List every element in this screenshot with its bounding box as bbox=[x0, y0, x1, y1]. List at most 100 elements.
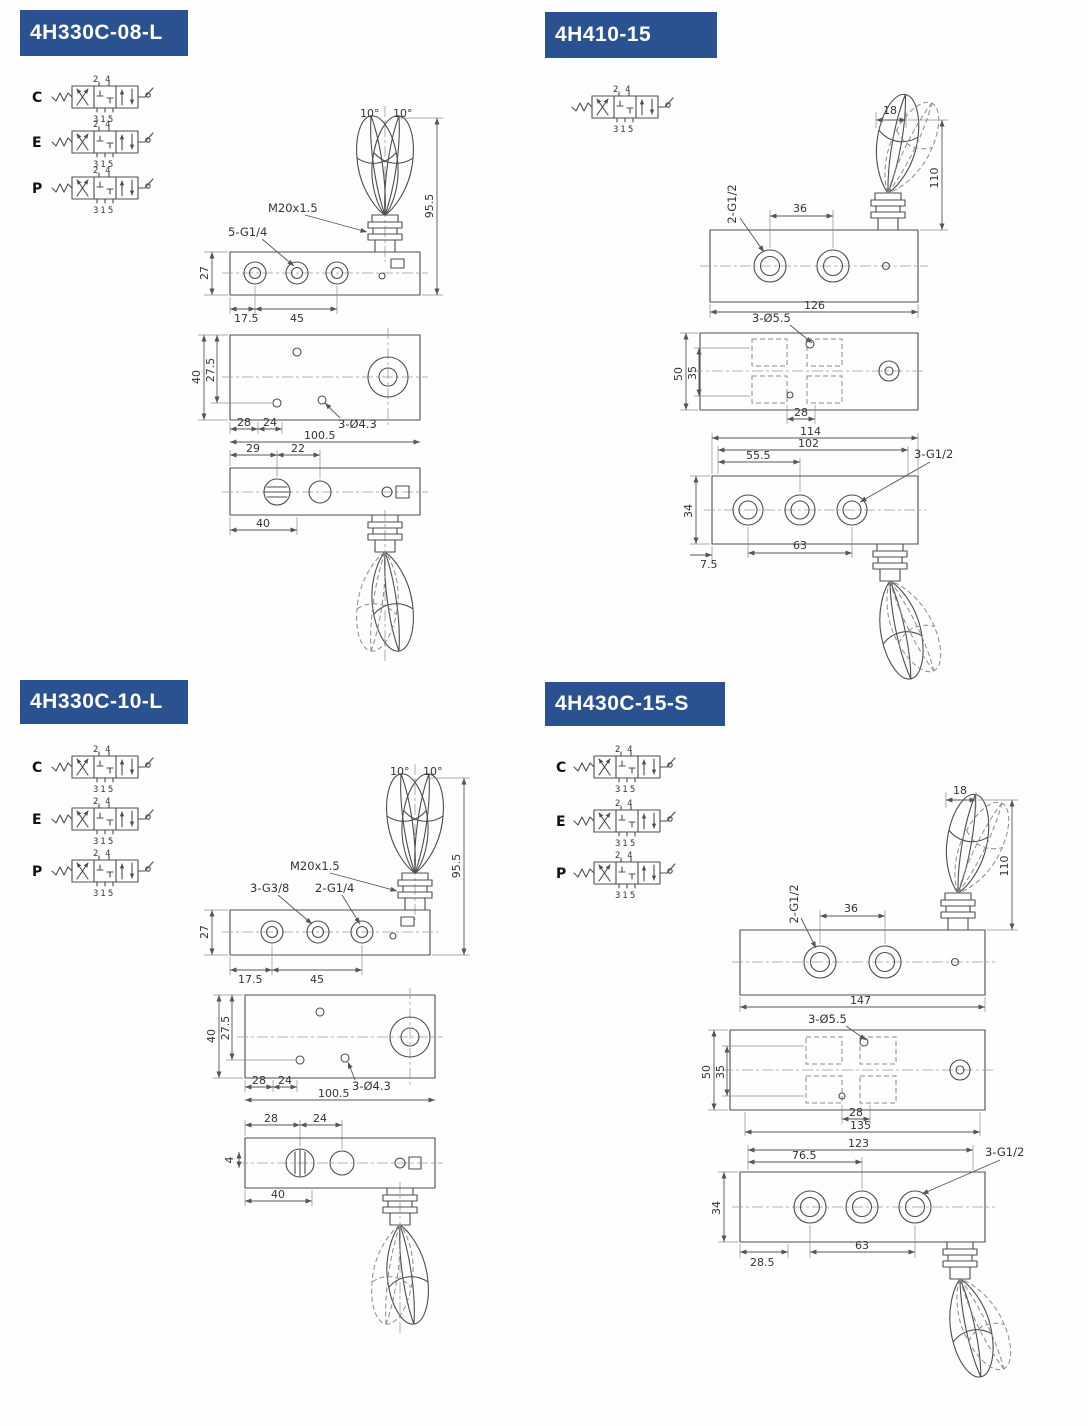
thread-label: M20x1.5 bbox=[290, 859, 340, 873]
dim-label: 40 bbox=[205, 1029, 218, 1043]
port-label: 3-G1/2 bbox=[914, 447, 953, 461]
ports-bottom-label: 315 bbox=[93, 837, 115, 847]
svg-text:C: C bbox=[556, 760, 566, 776]
dim-label: 24 bbox=[278, 1074, 292, 1087]
dim-label: 28.5 bbox=[750, 1256, 775, 1269]
dim-label: 135 bbox=[850, 1119, 871, 1132]
svg-text:P: P bbox=[32, 181, 42, 197]
bottom-view: 28 24 4 40 bbox=[223, 1112, 443, 1335]
ports-bottom-label: 315 bbox=[93, 206, 115, 216]
plan-view: 40 27.5 28 24 3-Ø4.3 100.5 bbox=[190, 328, 428, 445]
dim-label: 24 bbox=[263, 416, 277, 429]
lever-knob bbox=[869, 576, 931, 680]
thread-label: M20x1.5 bbox=[268, 201, 318, 215]
dim-label: 24 bbox=[313, 1112, 327, 1125]
port-label: 2-G1/2 bbox=[725, 184, 739, 223]
dim-label: 18 bbox=[953, 784, 967, 797]
dim-label: 27 bbox=[198, 266, 211, 280]
drawing-4h410-15: 2 4 315 18 110 2-G1/2 36 bbox=[540, 85, 953, 680]
dim-label: 27.5 bbox=[204, 358, 217, 383]
dim-label: 36 bbox=[844, 902, 858, 915]
ports-bottom-label: 315 bbox=[93, 160, 115, 170]
lever-knob-alt bbox=[941, 1269, 1023, 1379]
valve-symbol-icon bbox=[52, 856, 153, 886]
dim-label: 63 bbox=[855, 1239, 869, 1252]
section-header-2: 4H410-15 bbox=[545, 12, 717, 58]
svg-text:P: P bbox=[556, 866, 566, 882]
ports-top-label: 2 4 bbox=[93, 75, 113, 85]
ports-bottom-label: 315 bbox=[93, 889, 115, 899]
ports-top-label: 2 4 bbox=[93, 745, 113, 755]
ports-bottom-label: 315 bbox=[615, 839, 637, 849]
dim-label: 95.5 bbox=[450, 854, 463, 879]
bottom-view: 114 102 55.5 3-G1/2 34 63 7.5 bbox=[682, 425, 953, 680]
ports-top-label: 2 4 bbox=[613, 85, 633, 95]
section-title-3: 4H330C-10-L bbox=[30, 690, 163, 713]
valve-symbol-icon bbox=[574, 752, 675, 782]
valve-symbol-icon bbox=[572, 92, 673, 122]
dim-label: 28 bbox=[794, 406, 808, 419]
dim-label: 35 bbox=[686, 366, 699, 380]
dim-label: 27.5 bbox=[219, 1016, 232, 1041]
valve-symbol-icon bbox=[52, 127, 153, 157]
lever-knob-alt bbox=[871, 571, 953, 680]
valve-symbol-row: 2 4 315 bbox=[572, 85, 673, 135]
port-label: 3-G1/2 bbox=[985, 1145, 1024, 1159]
ports-bottom-label: 315 bbox=[613, 125, 635, 135]
bottom-view: 123 76.5 3-G1/2 34 28.5 63 bbox=[710, 1137, 1024, 1382]
valve-symbol-icon bbox=[574, 858, 675, 888]
svg-text:E: E bbox=[556, 814, 566, 830]
plan-view: 40 27.5 28 24 3-Ø4.3 100.5 bbox=[205, 988, 443, 1103]
lever-stem bbox=[940, 892, 976, 931]
ports-top-label: 2 4 bbox=[615, 851, 635, 861]
dim-label: 45 bbox=[290, 312, 304, 325]
ports-bottom-label: 315 bbox=[93, 785, 115, 795]
svg-text:E: E bbox=[32, 812, 42, 828]
valve-symbol-icon bbox=[52, 82, 153, 112]
dim-label: 4 bbox=[223, 1157, 236, 1164]
plan-view: 3-Ø5.5 50 35 28 135 bbox=[700, 1012, 993, 1136]
valve-symbol-row-c: C 2 4 315 bbox=[32, 745, 153, 795]
dim-label: 110 bbox=[998, 856, 1011, 877]
port-label: 3-G3/8 bbox=[250, 881, 289, 895]
dim-label: 35 bbox=[714, 1065, 727, 1079]
lever-knob bbox=[939, 1274, 1001, 1382]
dim-label: 36 bbox=[793, 202, 807, 215]
dim-label: 55.5 bbox=[746, 449, 771, 462]
dim-label: 100.5 bbox=[318, 1087, 350, 1100]
ports-top-label: 2 4 bbox=[93, 120, 113, 130]
dim-label: 17.5 bbox=[234, 312, 259, 325]
dim-label: 45 bbox=[310, 973, 324, 986]
front-view: 10° 10° M20x1.5 3-G3/8 2-G1/4 27 bbox=[198, 764, 470, 986]
lever-stem bbox=[382, 1187, 418, 1226]
valve-symbol-row-p: P 2 4 315 bbox=[32, 849, 153, 899]
ports-top-label: 2 4 bbox=[615, 745, 635, 755]
section-title-4: 4H430C-15-S bbox=[555, 692, 689, 715]
dim-label: 76.5 bbox=[792, 1149, 817, 1162]
valve-symbol-icon bbox=[52, 173, 153, 203]
lever-stem bbox=[872, 543, 908, 582]
section-header-1: 4H330C-08-L bbox=[20, 10, 188, 56]
dim-label: 40 bbox=[271, 1188, 285, 1201]
dim-label: 7.5 bbox=[700, 558, 718, 571]
ports-top-label: 2 4 bbox=[615, 799, 635, 809]
svg-text:P: P bbox=[32, 864, 42, 880]
valve-symbol-row-p: P 2 4 315 bbox=[556, 851, 675, 901]
valve-symbol-icon bbox=[52, 752, 153, 782]
dim-label: 28 bbox=[237, 416, 251, 429]
dim-label: 18 bbox=[883, 104, 897, 117]
valve-symbol-row-c: C 2 4 315 bbox=[32, 75, 153, 125]
bottom-view: 29 22 40 bbox=[222, 442, 428, 662]
dim-label: 102 bbox=[798, 437, 819, 450]
hole-label: 3-Ø4.3 bbox=[338, 417, 377, 431]
dim-label: 100.5 bbox=[304, 429, 336, 442]
lever-knob-alt bbox=[939, 793, 1021, 903]
valve-symbol-icon bbox=[52, 804, 153, 834]
dim-label: 114 bbox=[800, 425, 821, 438]
dim-label: 40 bbox=[190, 370, 203, 384]
dim-label: 40 bbox=[256, 517, 270, 530]
dim-label: 28 bbox=[252, 1074, 266, 1087]
dim-label: 126 bbox=[804, 299, 825, 312]
dim-label: 34 bbox=[682, 504, 695, 518]
dim-label: 29 bbox=[246, 442, 260, 455]
